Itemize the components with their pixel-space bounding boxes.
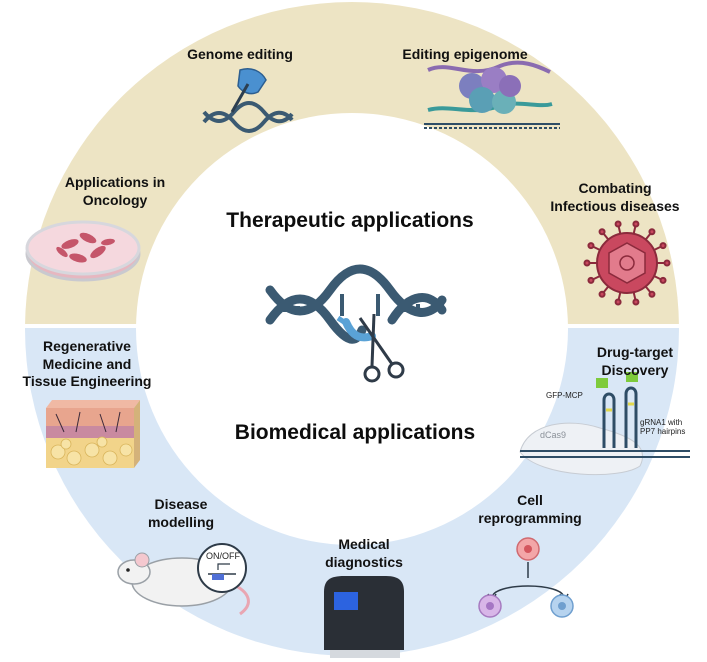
label-infectious-line-2: Infectious diseases xyxy=(550,197,680,214)
label-disease-modelling: Disease modelling xyxy=(136,496,226,531)
label-grna-line-2: PP7 hairpins xyxy=(640,427,686,437)
label-on-off: ON/OFF xyxy=(206,551,240,561)
drug-target-icon xyxy=(519,372,690,476)
label-drug-target: Drug-target Discovery xyxy=(580,344,690,379)
label-oncology-line-1: Applications in xyxy=(64,174,166,190)
label-drug-target-line-1: Drug-target xyxy=(596,344,674,360)
epigenome-icon xyxy=(424,60,560,129)
genome-editing-icon xyxy=(202,68,294,133)
label-dcas9: dCas9 xyxy=(540,430,567,440)
label-medical-diagnostics-line-1: Medical xyxy=(338,536,390,552)
label-cell-reprogramming-line-1: Cell xyxy=(517,492,543,508)
mouse-icon xyxy=(117,543,250,616)
oncology-petri-dish-icon xyxy=(25,220,141,282)
biomedical-title: Biomedical applications xyxy=(234,421,476,444)
label-grna: gRNA1 with PP7 hairpins xyxy=(640,418,685,436)
diagnostics-device-icon xyxy=(324,576,404,658)
label-regenerative-line-1: Regenerative xyxy=(43,338,131,354)
label-oncology: Applications in Oncology xyxy=(40,174,190,209)
cell-reprogramming-icon xyxy=(478,537,574,618)
label-medical-diagnostics-line-2: diagnostics xyxy=(325,553,403,570)
label-editing-epigenome: Editing epigenome xyxy=(402,46,528,62)
label-regenerative-line-3: Tissue Engineering xyxy=(22,373,152,389)
center-dna-scissors-icon xyxy=(265,264,447,383)
label-infectious: Combating Infectious diseases xyxy=(540,180,690,215)
therapeutic-title: Therapeutic applications xyxy=(226,209,474,232)
virus-icon xyxy=(583,220,671,306)
label-disease-modelling-line-1: Disease xyxy=(154,496,208,512)
label-oncology-line-2: Oncology xyxy=(82,191,148,208)
label-cell-reprogramming: Cell reprogramming xyxy=(470,492,590,527)
label-grna-line-1: gRNA1 with xyxy=(640,418,683,427)
label-medical-diagnostics: Medical diagnostics xyxy=(314,536,414,571)
label-regenerative-line-2: Medicine and xyxy=(42,355,132,372)
label-genome-editing: Genome editing xyxy=(187,46,293,62)
skin-tissue-icon xyxy=(46,400,140,468)
label-cell-reprogramming-line-2: reprogramming xyxy=(478,509,582,526)
label-disease-modelling-line-2: modelling xyxy=(147,513,215,530)
label-infectious-line-1: Combating xyxy=(578,180,652,196)
label-gfp-mcp: GFP-MCP xyxy=(546,391,583,400)
label-regenerative: Regenerative Medicine and Tissue Enginee… xyxy=(14,338,160,391)
label-drug-target-line-2: Discovery xyxy=(601,361,669,378)
